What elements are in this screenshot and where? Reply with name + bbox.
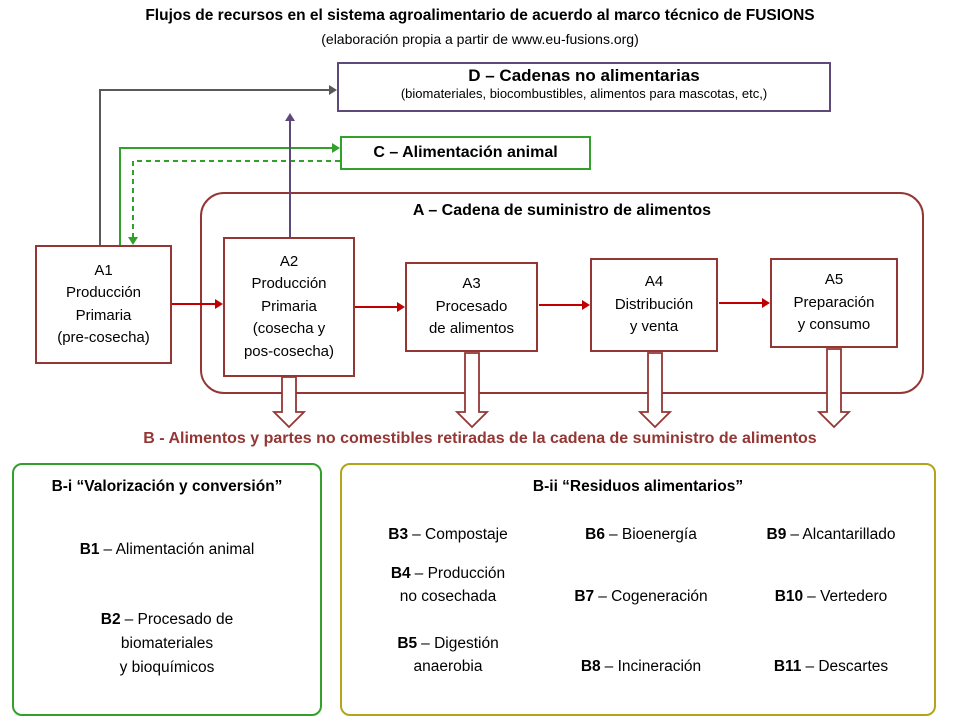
item-b5: B5– Digestión anaerobia: [397, 633, 498, 678]
item-b4-label: – Producción no cosechada: [399, 565, 506, 605]
item-b7-id: B7: [574, 587, 595, 605]
bii-items-grid: B3– Compostaje B6– Bioenergía B9– Alcant…: [342, 500, 934, 678]
item-b7: B7– Cogeneración: [574, 586, 707, 608]
item-b11-id: B11: [773, 657, 802, 675]
page-subtitle: (elaboración propia a partir de www.eu-f…: [321, 31, 639, 47]
stage-a1-primary-production-pre-harvest: A1 Producción Primaria (pre-cosecha): [35, 245, 172, 364]
item-b1: B1– Alimentación animal: [14, 538, 320, 562]
box-bi-title: B-i “Valorización y conversión”: [51, 478, 283, 495]
item-b4-id: B4: [390, 565, 411, 583]
stage-a2-id: A2: [279, 252, 299, 270]
box-a-food-supply-chain: A – Cadena de suministro de alimentos: [200, 192, 924, 394]
item-b11: B11– Descartes: [774, 656, 888, 678]
item-b8: B8– Incineración: [581, 656, 701, 678]
box-bii-food-waste: B-ii “Residuos alimentarios” B3– Compost…: [340, 463, 936, 716]
stage-a1-text: Producción Primaria (pre-cosecha): [57, 284, 150, 346]
item-b6-label: – Bioenergía: [608, 525, 697, 543]
item-b9: B9– Alcantarillado: [767, 524, 896, 546]
box-c-animal-feed: C – Alimentación animal: [340, 136, 591, 170]
item-b7-label: – Cogeneración: [598, 587, 708, 605]
item-b3: B3– Compostaje: [388, 524, 507, 546]
item-b3-id: B3: [388, 525, 409, 543]
item-b6: B6– Bioenergía: [585, 524, 697, 546]
box-d-subtitle: (biomateriales, biocombustibles, aliment…: [400, 86, 768, 101]
item-b5-label: – Digestión anaerobia: [413, 635, 499, 675]
item-b1-id: B1: [79, 541, 100, 558]
box-d-title: D – Cadenas no alimentarias: [468, 66, 700, 85]
item-b2: B2– Procesado de biomateriales y bioquím…: [14, 608, 320, 680]
stage-a5-id: A5: [824, 271, 844, 289]
stage-a3-text: Procesado de alimentos: [428, 297, 515, 338]
item-b8-id: B8: [580, 657, 601, 675]
item-b1-label: – Alimentación animal: [103, 541, 255, 558]
section-b-title: B - Alimentos y partes no comestibles re…: [143, 430, 817, 447]
stage-a5-preparation-consumption: A5 Preparación y consumo: [770, 258, 898, 348]
stage-a1-id: A1: [94, 261, 113, 279]
box-bi-valorization-conversion: B-i “Valorización y conversión” B1– Alim…: [12, 463, 322, 716]
stage-a4-distribution-retail: A4 Distribución y venta: [590, 258, 718, 352]
page-title: Flujos de recursos en el sistema agroali…: [145, 7, 815, 24]
item-b5-id: B5: [397, 635, 418, 653]
box-a-title: A – Cadena de suministro de alimentos: [412, 202, 712, 219]
item-b11-label: – Descartes: [805, 657, 889, 675]
stage-a3-food-processing: A3 Procesado de alimentos: [405, 262, 538, 352]
item-b10-id: B10: [774, 587, 804, 605]
stage-a4-text: Distribución y venta: [614, 295, 694, 336]
box-d-non-food-chains: D – Cadenas no alimentarias (biomaterial…: [337, 62, 831, 112]
item-b6-id: B6: [585, 525, 605, 543]
item-b2-id: B2: [100, 611, 121, 629]
item-b3-label: – Compostaje: [412, 525, 508, 543]
item-b10: B10– Vertedero: [775, 586, 888, 608]
stage-a5-text: Preparación y consumo: [793, 293, 875, 334]
item-b10-label: – Vertedero: [807, 587, 888, 605]
stage-a3-id: A3: [462, 275, 481, 293]
box-bii-title: B-ii “Residuos alimentarios”: [532, 478, 744, 495]
stage-a2-primary-production-harvest: A2 Producción Primaria (cosecha y pos-co…: [223, 237, 355, 377]
stage-a2-text: Producción Primaria (cosecha y pos-cosec…: [243, 275, 335, 360]
item-b9-label: – Alcantarillado: [790, 525, 896, 543]
stage-a4-id: A4: [644, 273, 664, 291]
item-b2-label: – Procesado de biomateriales y bioquímic…: [119, 611, 234, 677]
item-b8-label: – Incineración: [604, 657, 702, 675]
item-b4: B4– Producción no cosechada: [391, 563, 505, 608]
item-b9-id: B9: [766, 525, 787, 543]
